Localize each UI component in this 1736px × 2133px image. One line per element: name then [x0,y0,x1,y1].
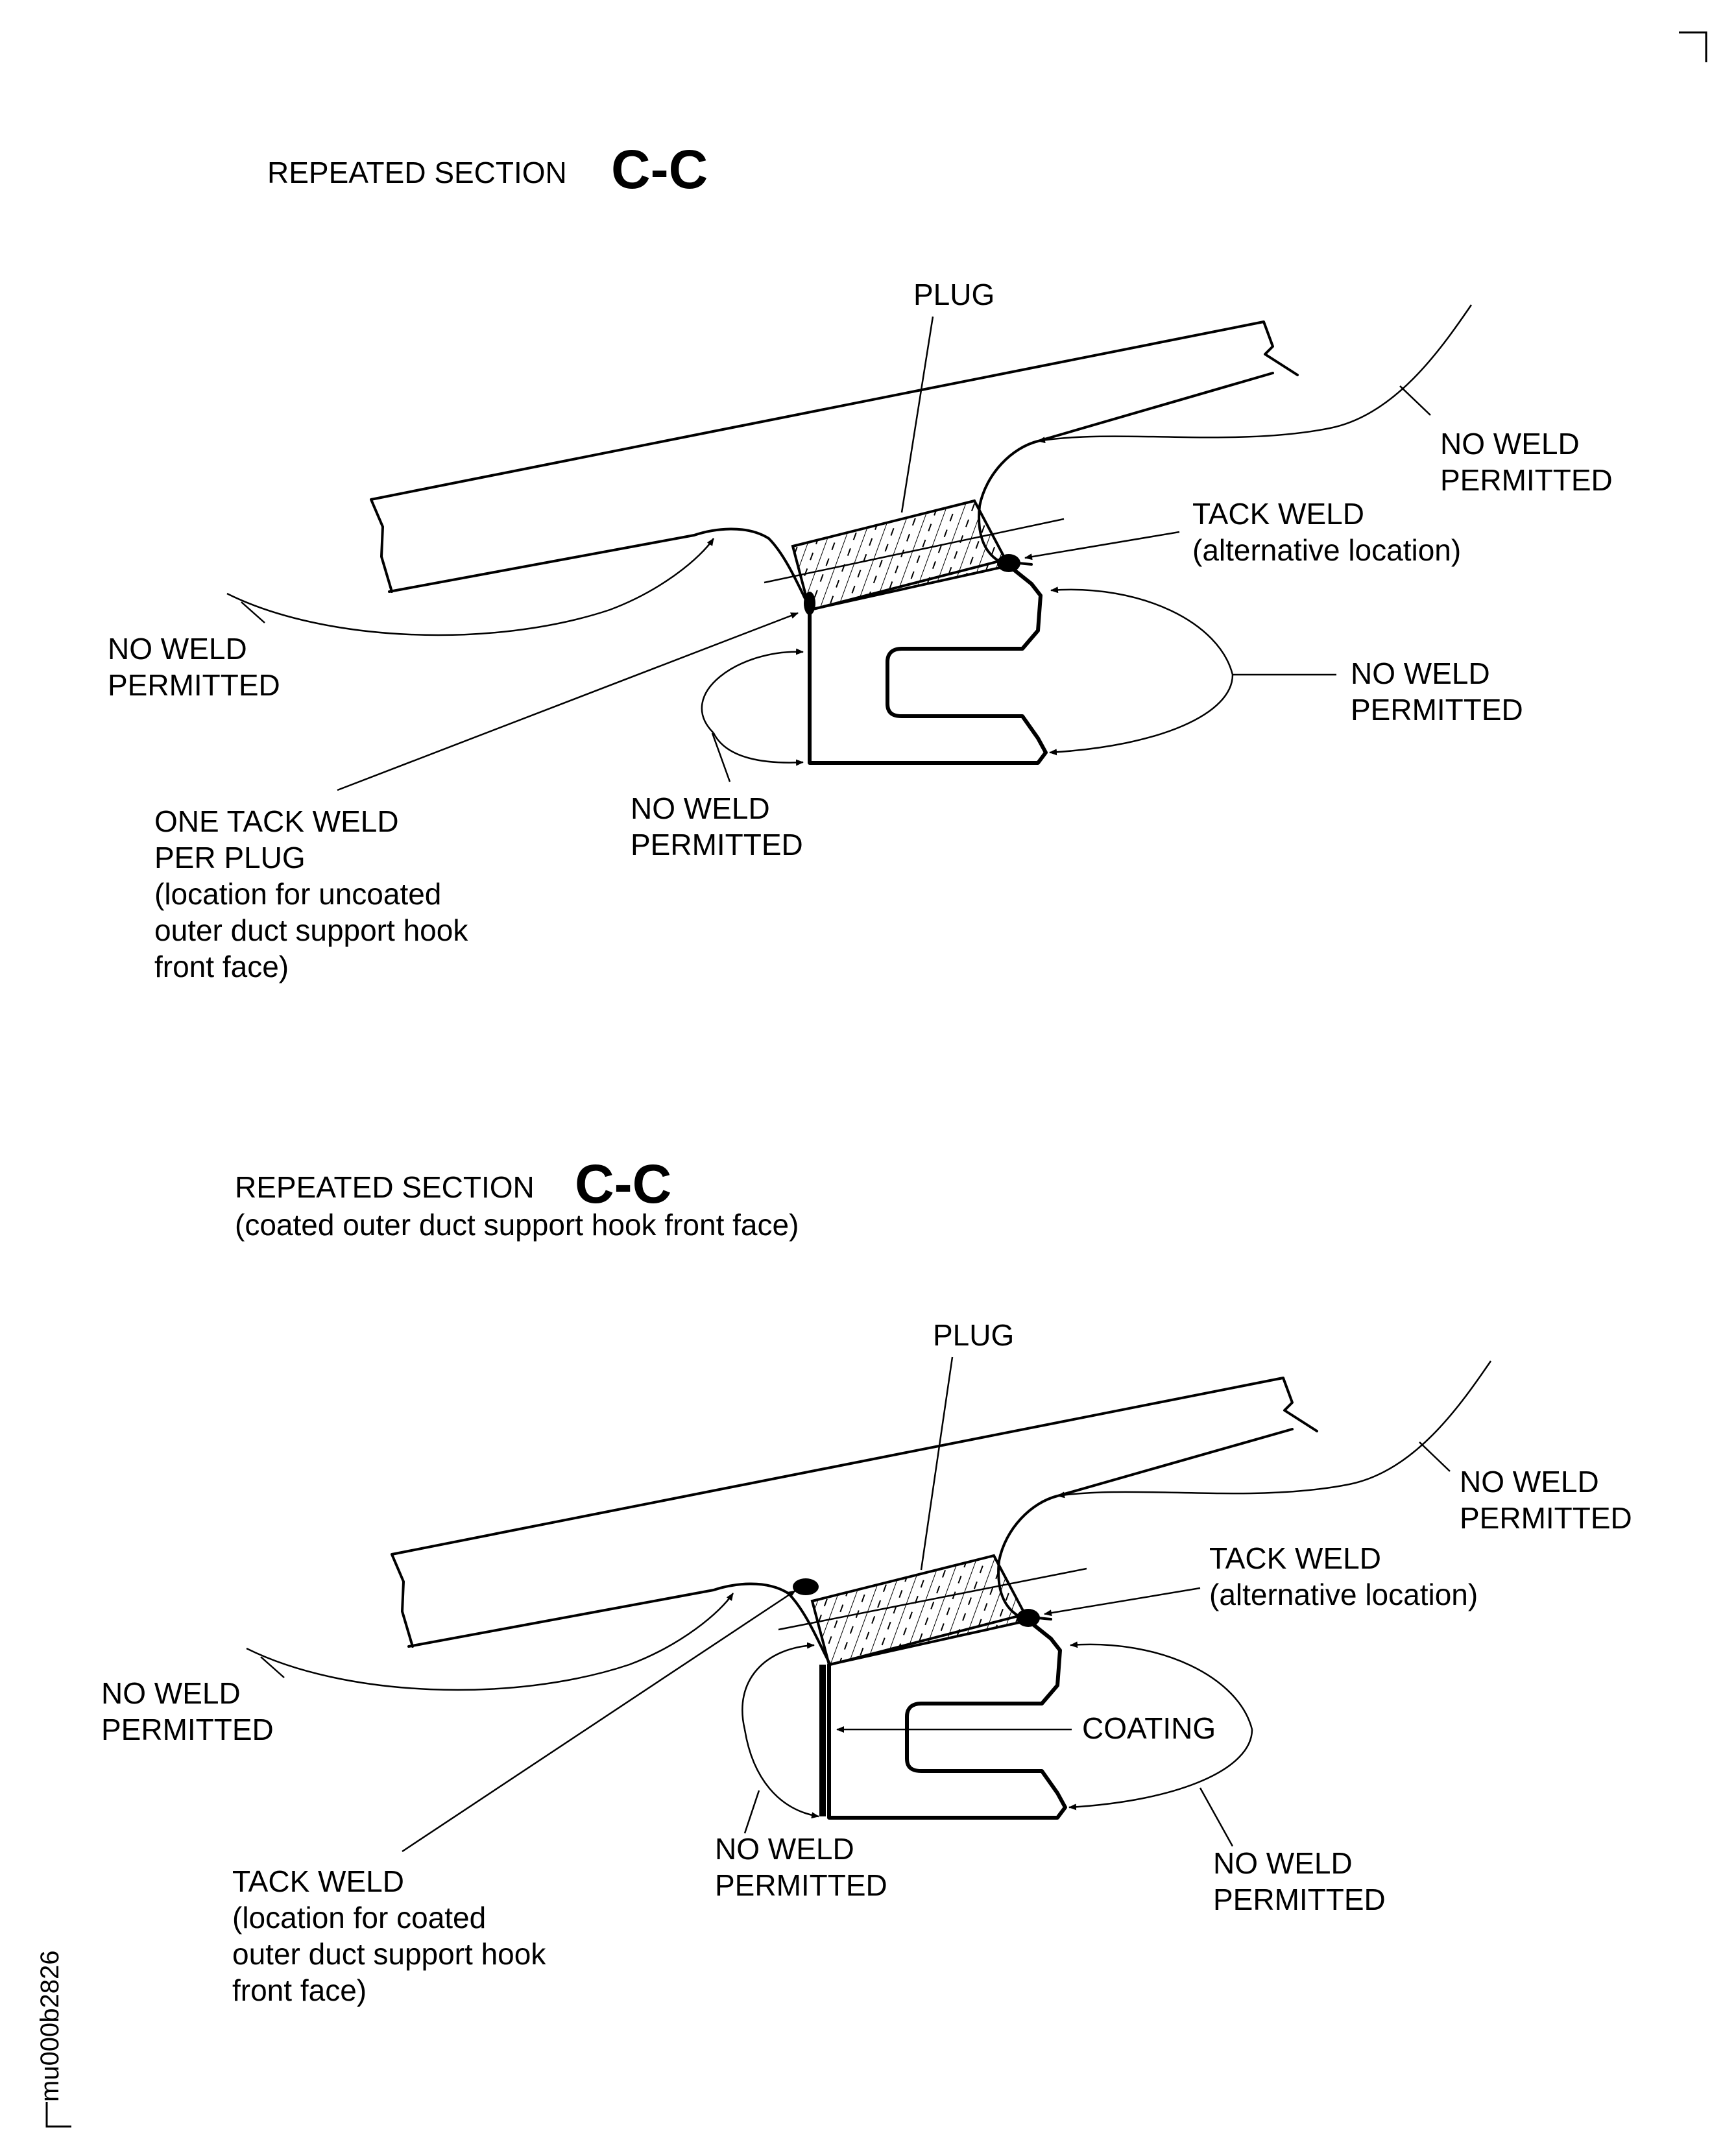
top-one-tack-weld-leader [337,612,799,791]
bottom-no-weld-bl-line1: NO WELD [715,1832,854,1866]
top-no-weld-left-line2: PERMITTED [108,668,280,702]
top-no-weld-right-line1: NO WELD [1351,657,1490,690]
top-centre-line [764,518,1065,584]
top-one-tack-line3: (location for uncoated [154,877,441,911]
top-one-tack-line2: PER PLUG [154,841,306,874]
bottom-no-weld-br-line2: PERMITTED [1213,1883,1386,1916]
top-one-tack-line4: outer duct support hook [154,913,468,947]
top-no-weld-left-leader [226,538,715,636]
bottom-section-id: C-C [575,1153,671,1214]
bottom-coating-label: COATING [1082,1711,1216,1745]
top-no-weld-bottom-line2: PERMITTED [631,828,803,862]
top-plug-leader [900,316,934,513]
top-no-weld-left-line1: NO WELD [108,632,247,666]
top-no-weld-right-ellipse [1050,586,1234,675]
top-tack-alt-line2: (alternative location) [1192,533,1461,567]
bottom-tack-weld-alt-leader [1044,1587,1201,1617]
top-section: REPEATED SECTION C-C PLUG NO WELD PER [108,139,1613,983]
corner-mark-bottom-left [45,2102,71,2128]
bottom-plug-leader [920,1356,954,1571]
top-duct-plate [370,320,1299,611]
bottom-tack-weld-leader [402,1589,796,1853]
top-support-hook [808,566,1048,765]
drawing-reference-id: mu000b2826 [36,1950,64,2102]
bottom-no-weld-tr-line1: NO WELD [1460,1465,1599,1499]
bottom-duct-plate [391,1377,1318,1666]
top-tack-weld-alt-leader [1024,531,1180,560]
bottom-support-hook [827,1621,1067,1820]
top-no-weld-bottom-line1: NO WELD [631,791,770,825]
bottom-tack-weld [793,1578,819,1595]
top-one-tack-line5: front face) [154,950,289,983]
top-section-title: REPEATED SECTION [267,156,567,189]
bottom-tack-alt-line2: (alternative location) [1209,1578,1478,1611]
bottom-no-weld-right-ellipse [1070,1641,1253,1730]
bottom-plug-label: PLUG [933,1318,1014,1352]
bottom-tack-weld-alt [1017,1609,1040,1627]
bottom-centre-line [778,1567,1087,1631]
top-no-weld-tr-line1: NO WELD [1440,427,1580,461]
top-no-weld-tr-leader [1037,304,1473,444]
bottom-tack-line4: front face) [232,1973,367,2007]
top-one-tack-line1: ONE TACK WELD [154,804,399,838]
top-tack-weld-alt [997,554,1020,572]
bottom-section-title: REPEATED SECTION [235,1170,535,1204]
top-no-weld-right-line2: PERMITTED [1351,693,1523,727]
top-no-weld-tr-line2: PERMITTED [1440,463,1613,497]
bottom-no-weld-tr-leader [1057,1360,1492,1499]
top-tack-alt-line1: TACK WELD [1192,497,1364,531]
bottom-no-weld-left-leader [246,1593,734,1691]
bottom-no-weld-left-line2: PERMITTED [101,1713,274,1746]
bottom-tack-line1: TACK WELD [232,1864,404,1898]
bottom-plug [810,1554,1030,1667]
top-section-id: C-C [611,139,708,200]
top-plug-label: PLUG [913,278,995,311]
top-tack-weld [804,592,815,615]
bottom-tack-alt-line1: TACK WELD [1209,1541,1381,1575]
corner-mark-top-right [1679,31,1707,62]
bottom-no-weld-bottom-left-ellipse [741,1642,815,1730]
bottom-tack-line3: outer duct support hook [232,1937,546,1971]
top-plug [791,499,1011,612]
bottom-no-weld-tr-line2: PERMITTED [1460,1501,1632,1535]
top-no-weld-bottom-ellipse [701,648,804,734]
bottom-no-weld-bl-line2: PERMITTED [715,1868,887,1902]
bottom-no-weld-left-line1: NO WELD [101,1676,241,1710]
bottom-section-note: (coated outer duct support hook front fa… [235,1208,799,1242]
bottom-no-weld-br-line1: NO WELD [1213,1846,1353,1880]
bottom-tack-line2: (location for coated [232,1901,486,1934]
bottom-section: REPEATED SECTION C-C (coated outer duct … [101,1153,1632,2007]
